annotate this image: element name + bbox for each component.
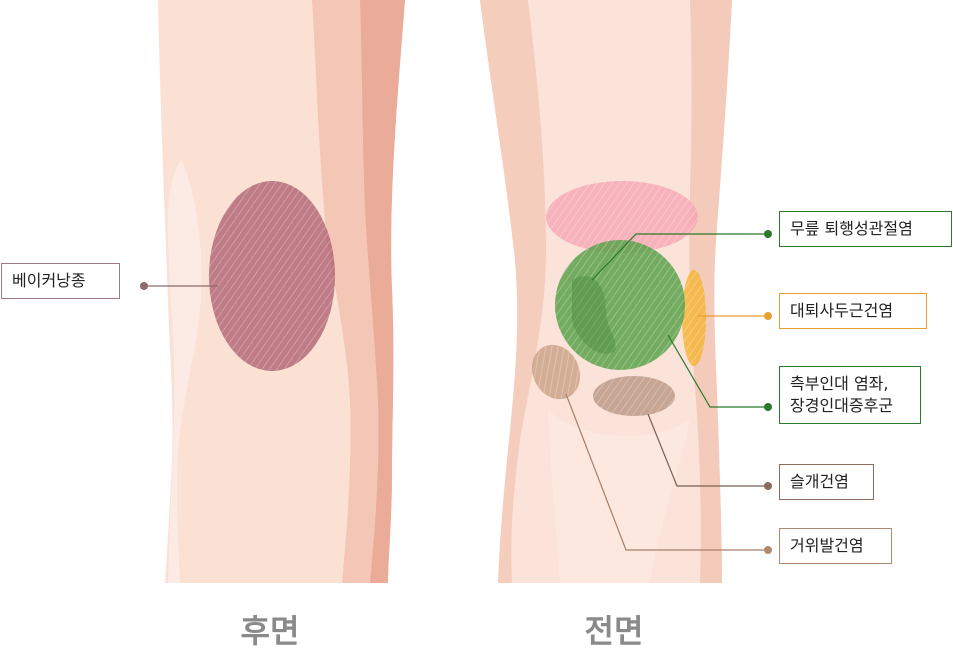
baker-cyst-lesion — [209, 181, 335, 371]
label-mcl-itbs-line1: 측부인대 염좌, — [790, 373, 910, 395]
label-mcl-itbs-line2: 장경인대증후군 — [790, 395, 910, 417]
label-pes-anserine-text: 거위발건염 — [790, 536, 864, 555]
view-title-front: 전면 — [534, 606, 694, 652]
label-mcl-itbs: 측부인대 염좌, 장경인대증후군 — [779, 366, 921, 424]
label-knee-oa-text: 무릎 퇴행성관절염 — [790, 219, 913, 238]
lateral-lesion — [682, 270, 706, 366]
label-patellar-tendinitis-text: 슬개건염 — [790, 472, 849, 491]
label-quad-tendinitis: 대퇴사두근건염 — [779, 293, 927, 329]
label-baker-cyst-text: 베이커낭종 — [12, 271, 86, 290]
label-pes-anserine: 거위발건염 — [779, 528, 892, 564]
label-baker-cyst: 베이커낭종 — [1, 263, 120, 299]
patellar-tendon-lesion — [593, 376, 675, 416]
patella-lesion — [555, 240, 685, 370]
label-patellar-tendinitis: 슬개건염 — [779, 464, 874, 500]
label-quad-tendinitis-text: 대퇴사두근건염 — [790, 301, 893, 320]
label-knee-oa: 무릎 퇴행성관절염 — [779, 211, 952, 247]
view-title-back: 후면 — [190, 606, 350, 652]
